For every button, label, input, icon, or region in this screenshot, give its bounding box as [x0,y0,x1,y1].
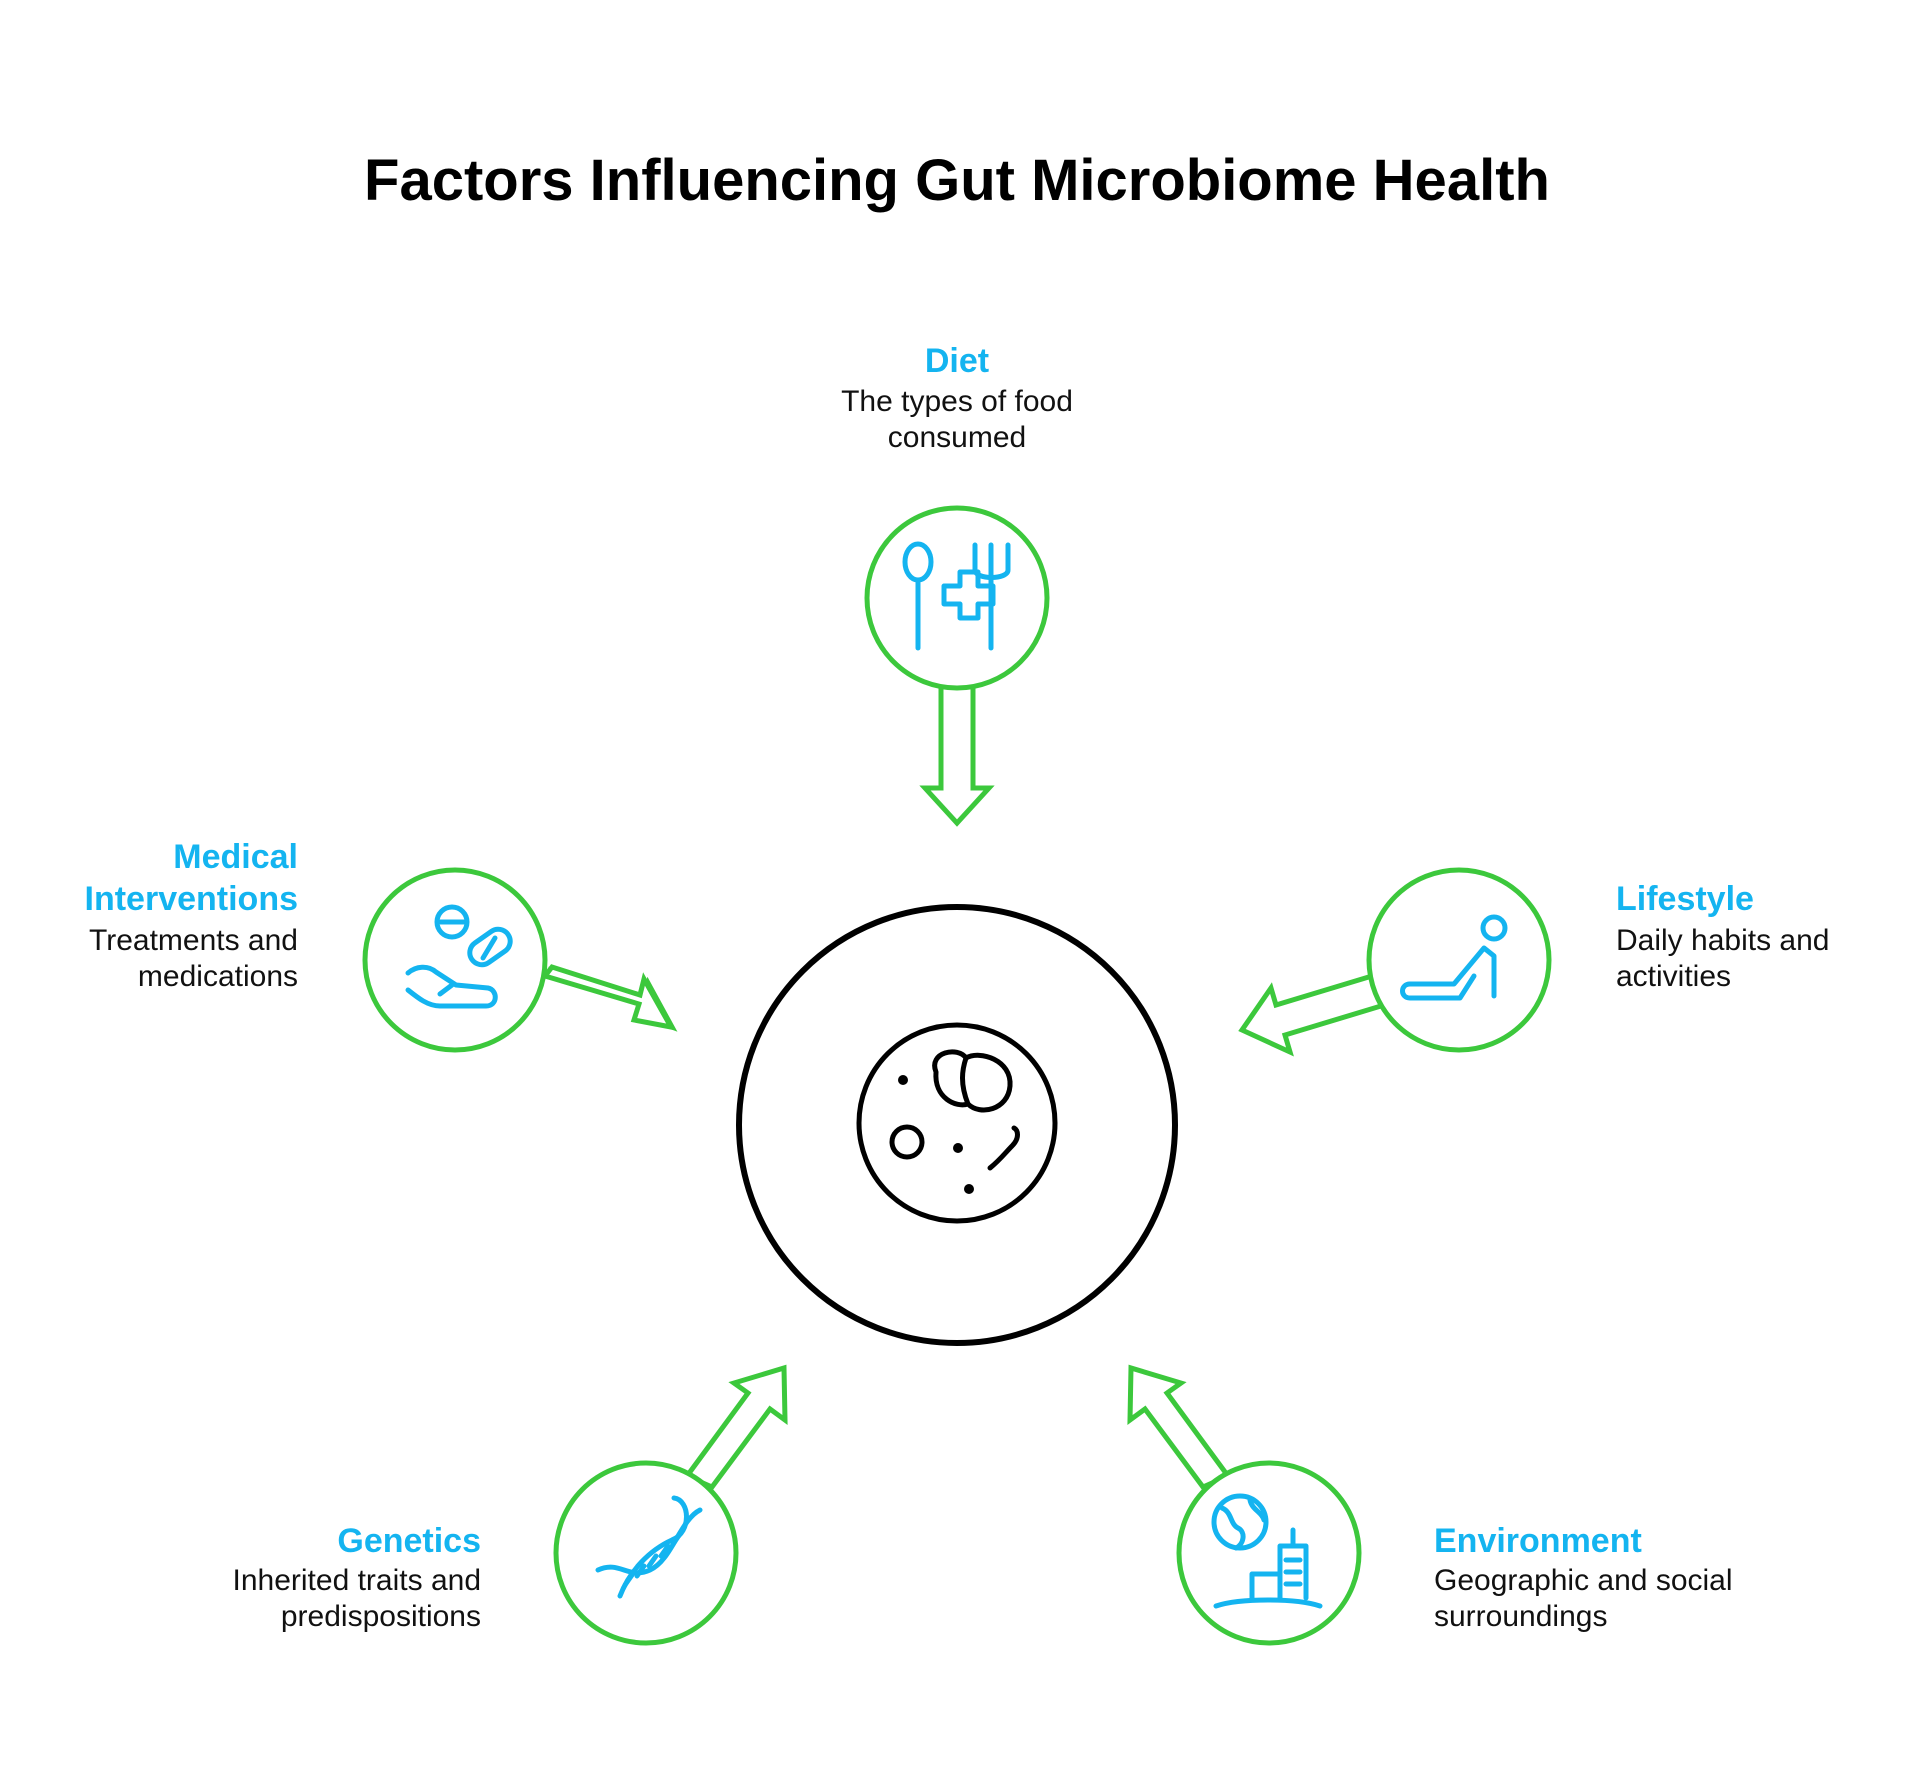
utensils-health-cross-icon [902,541,1011,651]
diet-arrow [919,677,995,827]
genetics-desc-line1: Inherited traits and [233,1564,481,1597]
environment-ring [1176,1460,1362,1646]
globe-city-icon [1211,1493,1323,1609]
center-outer-ring [736,904,1178,1346]
pills-in-hand-icon [405,904,513,1009]
medical-title-line1: Medical [173,838,298,876]
environment-arrow [1127,1364,1232,1491]
medical-ring [362,867,548,1053]
factor-genetics: Genetics Inherited traits and predisposi… [233,1364,788,1646]
diet-desc-line1: The types of food [841,385,1073,418]
lifestyle-title: Lifestyle [1616,880,1754,918]
medical-desc-line2: medications [138,960,298,993]
genetics-title: Genetics [337,1522,481,1560]
microbe-petri-dish-icon [856,1022,1058,1224]
stretching-person-icon [1400,914,1508,1001]
lifestyle-desc-line2: activities [1616,960,1731,993]
lifestyle-desc-line1: Daily habits and [1616,924,1829,957]
lifestyle-ring [1366,867,1552,1053]
medical-title-line2: Interventions [85,880,298,918]
diet-desc-line2: consumed [888,421,1026,454]
diagram-title: Factors Influencing Gut Microbiome Healt… [364,148,1550,213]
genetics-desc-line2: predispositions [281,1600,481,1633]
dna-helix-icon [595,1495,703,1599]
center-node [736,904,1178,1346]
environment-desc-line1: Geographic and social [1434,1564,1733,1597]
diet-title: Diet [925,342,989,380]
environment-desc-line2: surroundings [1434,1600,1607,1633]
genetics-ring [553,1460,739,1646]
factor-medical-interventions: Medical Interventions Treatments and med… [85,838,678,1053]
diet-ring [864,505,1050,691]
factor-diet: Diet The types of food consumed [841,342,1073,827]
medical-arrow-shaft [540,964,676,1031]
environment-title: Environment [1434,1522,1642,1560]
factor-environment: Environment Geographic and social surrou… [1127,1364,1733,1646]
microbe-dots [898,1075,974,1194]
lifestyle-arrow [1238,972,1385,1057]
factor-lifestyle: Lifestyle Daily habits and activities [1238,867,1829,1057]
medical-desc-line1: Treatments and [89,924,298,957]
genetics-arrow [683,1364,788,1491]
